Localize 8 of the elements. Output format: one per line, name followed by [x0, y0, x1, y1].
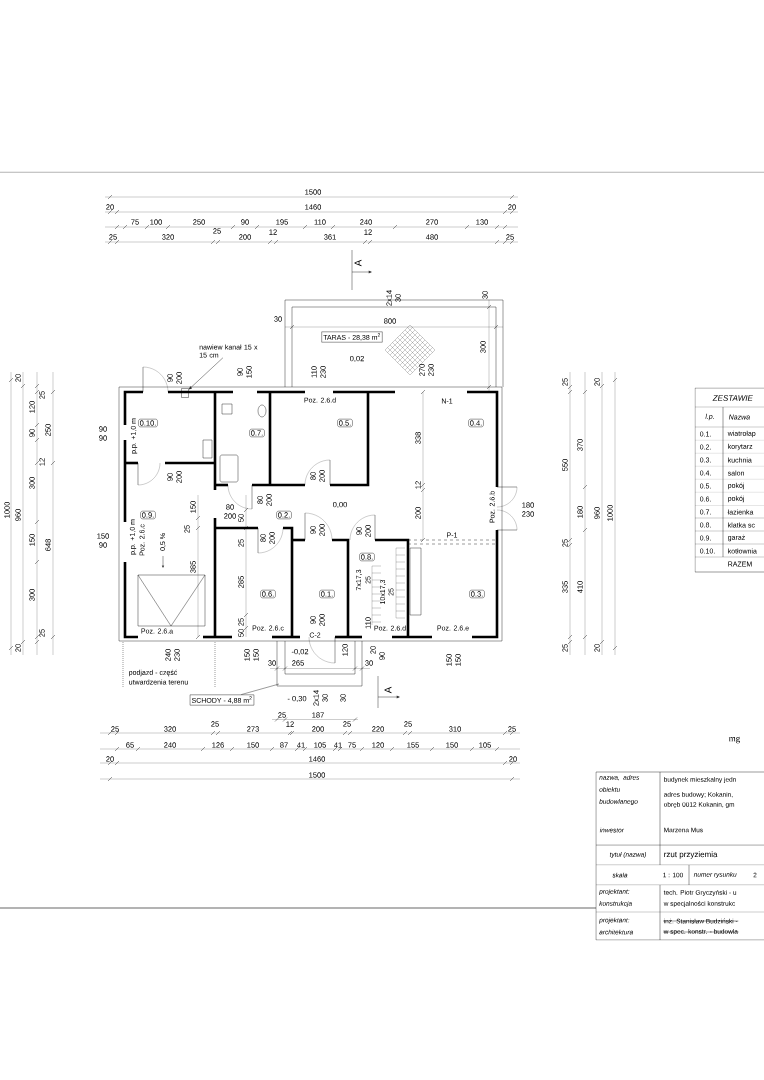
vent-duct-symbol [181, 388, 189, 398]
table-text: ZESTAWIE [712, 395, 753, 401]
section-letter: A [354, 259, 362, 267]
leader-line [241, 683, 280, 695]
note-text: mg [728, 736, 741, 744]
section-letter: A [384, 686, 392, 694]
leader-line [188, 357, 224, 390]
title-block-text: rzut przyziemia [664, 851, 718, 859]
